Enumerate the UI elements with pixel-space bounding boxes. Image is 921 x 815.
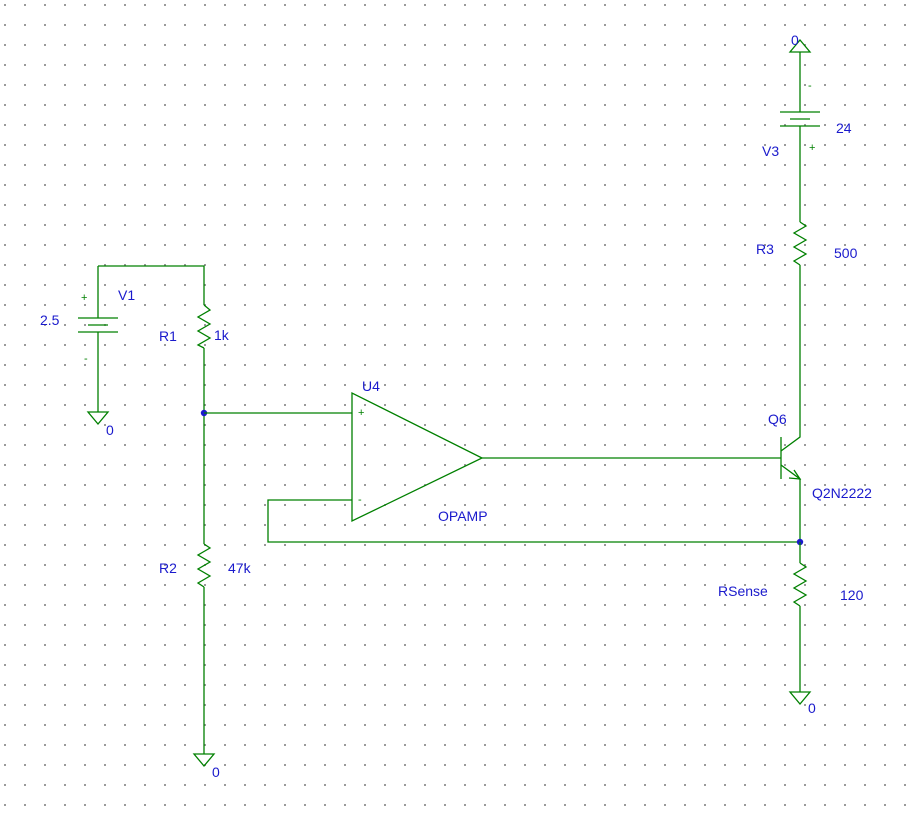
v3-label: V3 — [762, 143, 779, 159]
v3-minus-sign: - — [808, 80, 812, 92]
v1-battery[interactable] — [78, 266, 118, 412]
r1-resistor[interactable] — [196, 304, 212, 349]
q6-transistor[interactable] — [780, 424, 802, 542]
wire-v1-r1 — [98, 265, 205, 305]
v1-ground-icon — [86, 411, 110, 426]
r2-resistor[interactable] — [196, 543, 212, 588]
v3-plus-sign: + — [809, 142, 815, 154]
r2-label: R2 — [159, 560, 177, 576]
v1-value: 2.5 — [40, 312, 60, 328]
v1-minus-sign: - — [84, 353, 88, 365]
q6-label: Q6 — [768, 411, 787, 427]
wire-feedback — [267, 499, 800, 543]
v1-plus-sign: + — [81, 292, 87, 304]
r2-ground-label: 0 — [212, 764, 220, 780]
opamp-model: OPAMP — [438, 508, 488, 524]
r3-label: R3 — [756, 241, 774, 257]
rsense-value: 120 — [840, 587, 864, 603]
opamp-label: U4 — [362, 378, 380, 394]
opamp-minus-sign: - — [358, 494, 362, 506]
r1-value: 1k — [214, 327, 230, 343]
r2-value: 47k — [228, 560, 252, 576]
q6-model: Q2N2222 — [812, 485, 872, 501]
v3-ground-label: 0 — [791, 32, 799, 48]
opamp-plus-sign: + — [358, 407, 364, 419]
rsense-resistor[interactable] — [792, 562, 808, 607]
rsense-ground-icon — [788, 691, 812, 706]
opamp-u4[interactable] — [351, 391, 484, 523]
v3-battery[interactable] — [780, 52, 820, 222]
rsense-label: RSense — [718, 583, 768, 599]
r1-label: R1 — [159, 328, 177, 344]
r3-value: 500 — [834, 245, 858, 261]
r3-resistor[interactable] — [792, 221, 808, 266]
r2-ground-icon — [192, 753, 216, 768]
v1-ground-label: 0 — [106, 422, 114, 438]
v3-value: 24 — [836, 120, 852, 136]
v1-label: V1 — [118, 287, 135, 303]
rsense-ground-label: 0 — [808, 700, 816, 716]
